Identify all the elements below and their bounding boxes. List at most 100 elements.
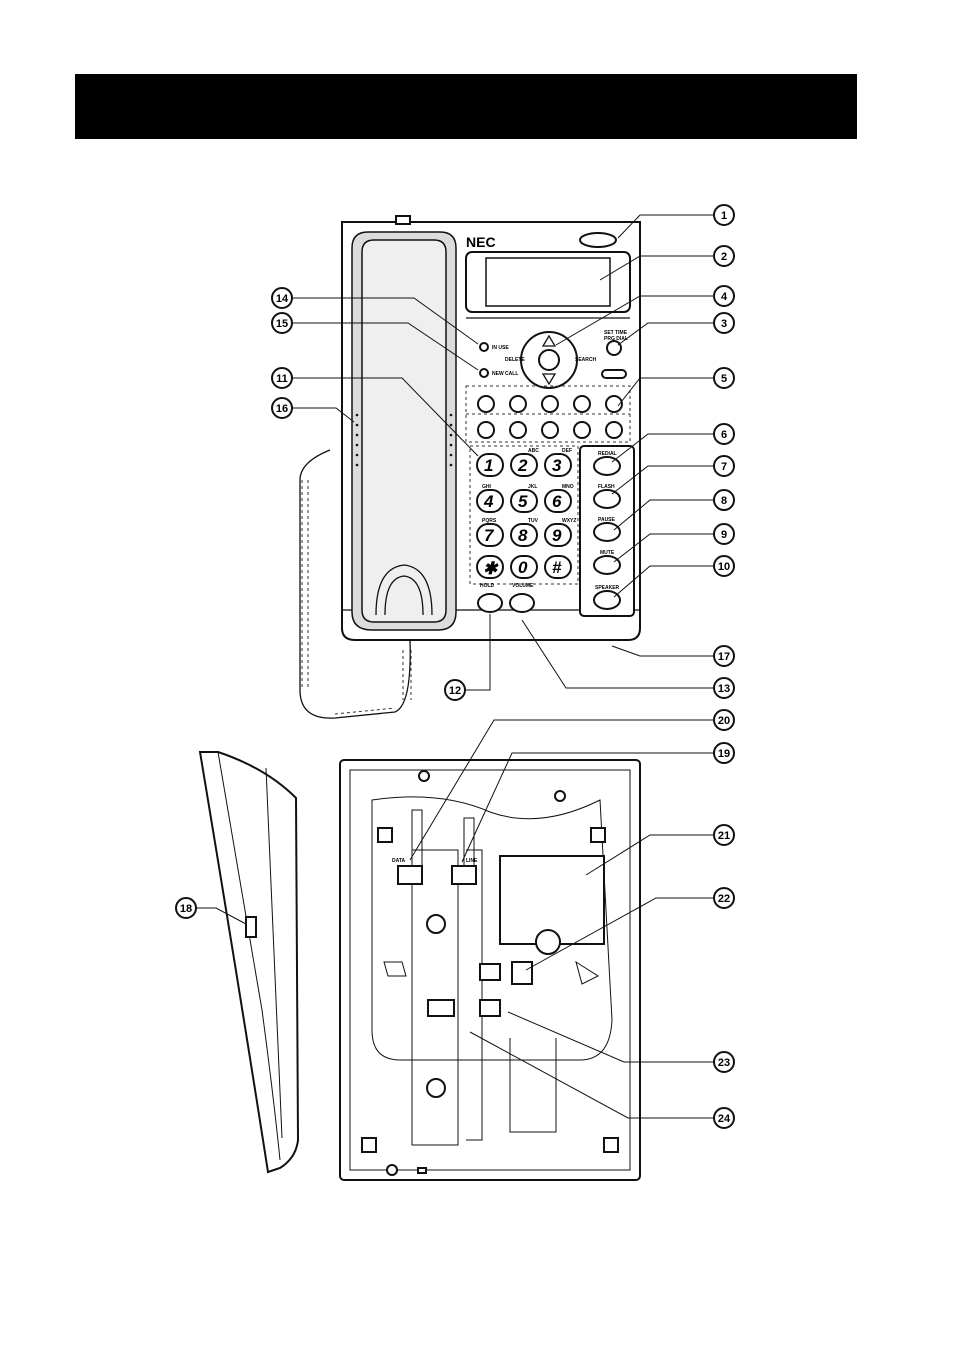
callout-16: 16 (271, 397, 293, 419)
callout-15-text: 15 (276, 318, 288, 330)
side-switch[interactable] (245, 916, 257, 938)
delete-label: DELETE (505, 357, 525, 363)
callout-1: 1 (713, 204, 735, 226)
callout-11: 11 (271, 367, 293, 389)
callout-6: 6 (713, 423, 735, 445)
callout-24-text: 24 (718, 1113, 731, 1125)
phone-bottom-view: DATA LINE (339, 759, 641, 1181)
callout-9: 9 (713, 523, 735, 545)
set-time-label: SET TIME (604, 330, 628, 336)
callout-24: 24 (713, 1107, 735, 1129)
callout-5-text: 5 (721, 373, 727, 385)
switch-lower[interactable] (479, 999, 501, 1017)
callout-leaders (196, 214, 714, 1119)
speaker-button[interactable] (593, 590, 621, 610)
label-recess (499, 855, 605, 945)
callout-14: 14 (271, 287, 293, 309)
key-5: 5 (518, 492, 528, 511)
coiled-cord (299, 449, 412, 719)
callout-5: 5 (713, 367, 735, 389)
callout-14-text: 14 (276, 293, 289, 305)
letters-def: DEF (562, 448, 572, 454)
callout-21-text: 21 (718, 830, 730, 842)
callout-18: 18 (175, 897, 197, 919)
letters-mno: MNO (562, 484, 574, 490)
data-port-label: DATA (392, 858, 406, 864)
message-lamp (579, 232, 617, 248)
callout-2: 2 (713, 245, 735, 267)
volume-button[interactable] (509, 593, 535, 613)
callout-6-text: 6 (721, 429, 727, 441)
callout-1-text: 1 (721, 210, 727, 222)
callout-10: 10 (713, 555, 735, 577)
hold-label: HOLD (480, 583, 495, 589)
prg-dial-label: PRG DIAL (604, 336, 628, 342)
key-3: 3 (552, 456, 562, 475)
key-7: 7 (484, 526, 495, 545)
dial-keypad[interactable]: 1 2 3 ABC DEF 4 5 6 GHI JKL MNO 7 8 9 PQ… (469, 445, 579, 585)
key-star: ✱ (483, 559, 499, 578)
letters-tuv: TUV (528, 518, 539, 524)
callout-9-text: 9 (721, 529, 727, 541)
callout-2-text: 2 (721, 251, 727, 263)
key-8: 8 (518, 526, 528, 545)
letters-jkl: JKL (528, 484, 537, 490)
key-0: 0 (518, 558, 528, 577)
letters-abc: ABC (528, 448, 539, 454)
speaker-grille (355, 413, 453, 467)
callout-15: 15 (271, 312, 293, 334)
function-keys[interactable]: REDIAL FLASH PAUSE MUTE SPEAKER (579, 445, 635, 617)
callout-4: 4 (713, 285, 735, 307)
line-keys[interactable] (465, 385, 631, 443)
in-use-indicator (479, 342, 489, 352)
flash-button[interactable] (593, 489, 621, 509)
callout-3-text: 3 (721, 318, 727, 330)
callout-12-text: 12 (449, 685, 461, 697)
hold-button[interactable] (477, 593, 503, 613)
line-jack[interactable] (451, 865, 477, 885)
callout-4-text: 4 (721, 291, 728, 303)
pause-button[interactable] (593, 522, 621, 542)
pause-label: PAUSE (598, 517, 616, 523)
new-call-indicator (479, 368, 489, 378)
phone-side-view (198, 751, 300, 1174)
set-time-button[interactable] (606, 340, 622, 356)
line-port-label: LINE (466, 858, 478, 864)
callout-numbers: 1 2 4 3 5 6 7 8 9 10 17 13 12 14 15 11 1… (175, 204, 735, 1129)
phone-front-view: NEC IN USE NEW CALL DELETE SEARCH SET TI… (299, 215, 641, 719)
new-call-label: NEW CALL (492, 371, 518, 377)
callout-20: 20 (713, 709, 735, 731)
in-use-label: IN USE (492, 345, 509, 351)
callout-11-text: 11 (276, 373, 288, 385)
letters-wxyz: WXYZ (562, 518, 576, 524)
mute-button[interactable] (593, 555, 621, 575)
key-1: 1 (484, 456, 493, 475)
letters-ghi: GHI (482, 484, 492, 490)
navigation-keys[interactable] (520, 331, 578, 389)
mute-label: MUTE (600, 550, 615, 556)
callout-7: 7 (713, 455, 735, 477)
callout-23: 23 (713, 1051, 735, 1073)
callout-22-text: 22 (718, 893, 730, 905)
callout-19: 19 (713, 742, 735, 764)
callout-17: 17 (713, 645, 735, 667)
callout-21: 21 (713, 824, 735, 846)
callout-13: 13 (713, 677, 735, 699)
brand-logo: NEC (466, 234, 496, 250)
handset (351, 231, 457, 631)
speaker-label: SPEAKER (595, 585, 620, 591)
switch-upper[interactable] (479, 963, 501, 981)
letters-pqrs: PQRS (482, 518, 497, 524)
header-bar (75, 74, 857, 139)
search-label: SEARCH (575, 357, 597, 363)
switch-left[interactable] (427, 999, 455, 1017)
callout-23-text: 23 (718, 1057, 730, 1069)
redial-button[interactable] (593, 456, 621, 476)
key-hash: # (552, 558, 562, 577)
data-jack[interactable] (397, 865, 423, 885)
lcd-display (485, 257, 611, 307)
callout-20-text: 20 (718, 715, 730, 727)
callout-8: 8 (713, 489, 735, 511)
key-2: 2 (517, 456, 528, 475)
